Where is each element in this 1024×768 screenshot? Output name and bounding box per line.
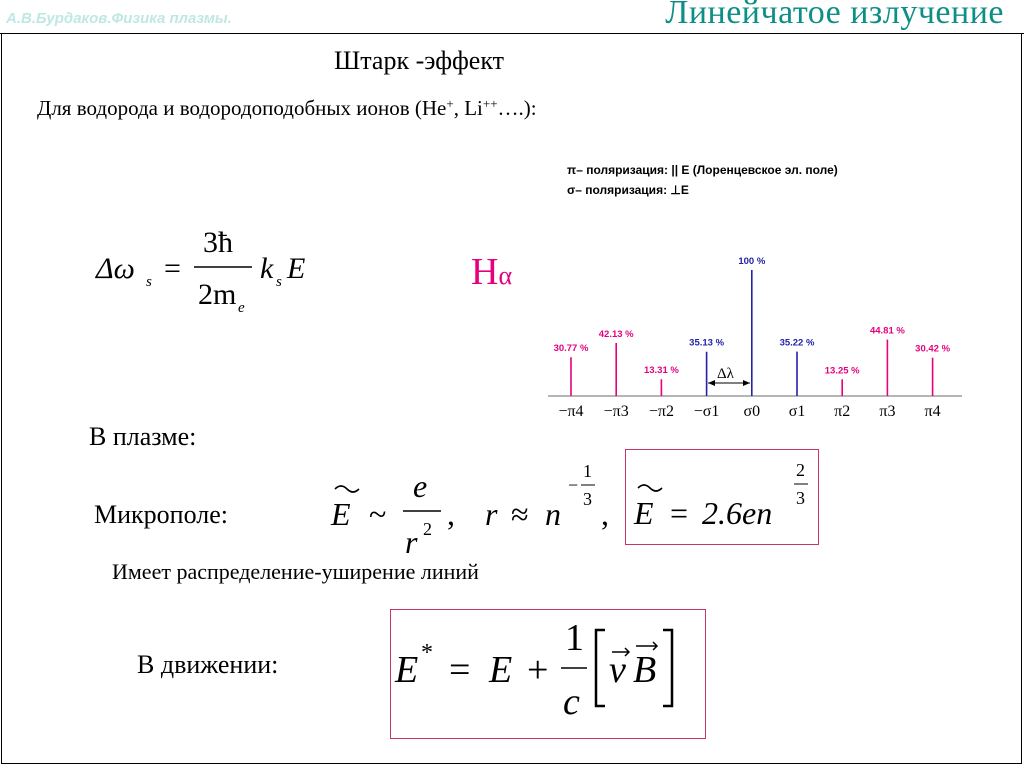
h-alpha-label: Hα xyxy=(471,250,512,294)
microfield-comma-1: , xyxy=(447,496,455,532)
line-percent-label-6: 13.25 % xyxy=(825,365,860,376)
line-percent-label-3: 35.13 % xyxy=(689,338,724,349)
formula-eq: = xyxy=(164,252,181,285)
tick-label-6: π2 xyxy=(834,403,850,420)
motion-B: B xyxy=(633,649,656,691)
boxed-exp-den: 3 xyxy=(796,488,805,508)
motion-lhs-sup: * xyxy=(421,640,433,666)
h-alpha-greek: α xyxy=(498,261,513,290)
motion-num: 1 xyxy=(565,617,584,659)
motion-label: В движении: xyxy=(137,650,279,679)
tick-label-0: −π4 xyxy=(558,403,583,420)
motion-E: E xyxy=(488,649,512,691)
boxed-rhs: 2.6en xyxy=(702,495,772,531)
motion-formula-svg: E * = E + 1 c v B xyxy=(394,617,674,723)
vector-arrow-B xyxy=(636,641,659,651)
microfield-n: n xyxy=(545,496,561,532)
tilde-mark xyxy=(334,485,360,493)
tick-label-4: σ0 xyxy=(743,403,760,420)
tick-label-5: σ1 xyxy=(789,403,806,420)
bracket-right xyxy=(663,628,674,708)
section-title: Штарк -эффект xyxy=(334,46,504,75)
legend-sigma: σ– поляризация: ⊥E xyxy=(567,183,689,197)
delta-lambda-arrowhead-right xyxy=(743,380,750,386)
delta-lambda-label: Δλ xyxy=(717,366,735,382)
formula-num: 3ħ xyxy=(203,226,233,259)
microfield-num: e xyxy=(413,468,427,504)
distribution-note: Имеет распределение-уширение линий xyxy=(112,559,479,584)
page-title: Линейчатое излучение xyxy=(665,0,1004,31)
motion-plus: + xyxy=(527,649,548,691)
tick-label-3: −σ1 xyxy=(694,403,720,420)
microfield-exp-num: 1 xyxy=(583,461,592,481)
line-percent-label-7: 44.81 % xyxy=(870,326,905,337)
plasma-heading: В плазме: xyxy=(89,422,197,451)
line-percent-label-1: 42.13 % xyxy=(599,329,634,340)
microfield-boxed-formula: E = 2.6en 2 3 xyxy=(625,449,819,545)
formula-E: E xyxy=(286,252,305,285)
boxed-E: E xyxy=(633,495,654,531)
motion-lhs: E xyxy=(394,649,418,691)
slide-frame xyxy=(1,33,1022,764)
microfield-den: r xyxy=(405,524,418,560)
microfield-exp-den: 3 xyxy=(583,489,592,509)
tick-label-7: π3 xyxy=(879,403,895,420)
bracket-left xyxy=(594,628,605,708)
tick-label-2: −π2 xyxy=(649,403,674,420)
boxed-tilde-mark xyxy=(637,484,663,492)
microfield-E: E xyxy=(330,496,351,532)
motion-boxed-formula: E * = E + 1 c v B xyxy=(390,609,706,739)
formula-den: 2m xyxy=(198,278,236,311)
formula-lhs-sub: s xyxy=(146,274,152,290)
microfield-den-exp: 2 xyxy=(423,519,432,539)
stark-spectrum-diagram: 30.77 % −π4 42.13 % −π3 13.31 % −π2 35.13 % −σ1… xyxy=(548,256,962,420)
tick-label-1: −π3 xyxy=(604,403,629,420)
intro-sup-2: ++ xyxy=(482,96,498,111)
stark-shift-formula: Δω s = 3ħ 2m e k s E xyxy=(95,226,305,316)
vector-arrow-v xyxy=(612,647,631,657)
formula-k-sub: s xyxy=(276,274,282,290)
intro-text: Для водорода и водородоподобных ионов (H… xyxy=(37,96,537,121)
microfield-label: Микрополе: xyxy=(94,500,228,529)
intro-part-2: , Li xyxy=(453,96,483,120)
line-percent-label-4: 100 % xyxy=(738,256,765,267)
motion-den: c xyxy=(563,681,580,723)
microfield-sim: ~ xyxy=(369,496,386,532)
author-caption: А.В.Бурдаков.Физика плазмы. xyxy=(6,10,232,27)
h-alpha-h: H xyxy=(471,251,499,293)
microfield-approx: ≈ xyxy=(511,496,529,532)
formula-k: k xyxy=(260,252,274,285)
delta-lambda-arrowhead-left xyxy=(708,380,715,386)
line-percent-label-0: 30.77 % xyxy=(554,343,589,354)
boxed-exp-num: 2 xyxy=(796,460,805,480)
boxed-formula-svg: E = 2.6en 2 3 xyxy=(633,460,808,531)
microfield-comma-2: , xyxy=(601,496,609,532)
microfield-r: r xyxy=(485,496,498,532)
motion-v: v xyxy=(609,649,626,691)
intro-part-3: ….): xyxy=(497,96,537,120)
microfield-formula: E ~ e r 2 , r ≈ n − 1 3 , xyxy=(330,461,609,560)
formula-lhs: Δω xyxy=(95,252,135,285)
formula-den-sub: e xyxy=(238,300,245,316)
intro-sup-1: + xyxy=(446,96,454,111)
intro-part-1: Для водорода и водородоподобных ионов (H… xyxy=(37,96,447,120)
header-rule xyxy=(0,33,1024,34)
motion-eq: = xyxy=(449,649,470,691)
boxed-eq: = xyxy=(670,495,688,531)
line-percent-label-5: 35.22 % xyxy=(780,338,815,349)
tick-label-8: π4 xyxy=(925,403,941,420)
microfield-exp-sign: − xyxy=(568,475,578,495)
legend-pi: π– поляризация: || E (Лоренцевское эл. п… xyxy=(567,163,838,177)
line-percent-label-8: 30.42 % xyxy=(915,344,950,355)
line-percent-label-2: 13.31 % xyxy=(644,365,679,376)
